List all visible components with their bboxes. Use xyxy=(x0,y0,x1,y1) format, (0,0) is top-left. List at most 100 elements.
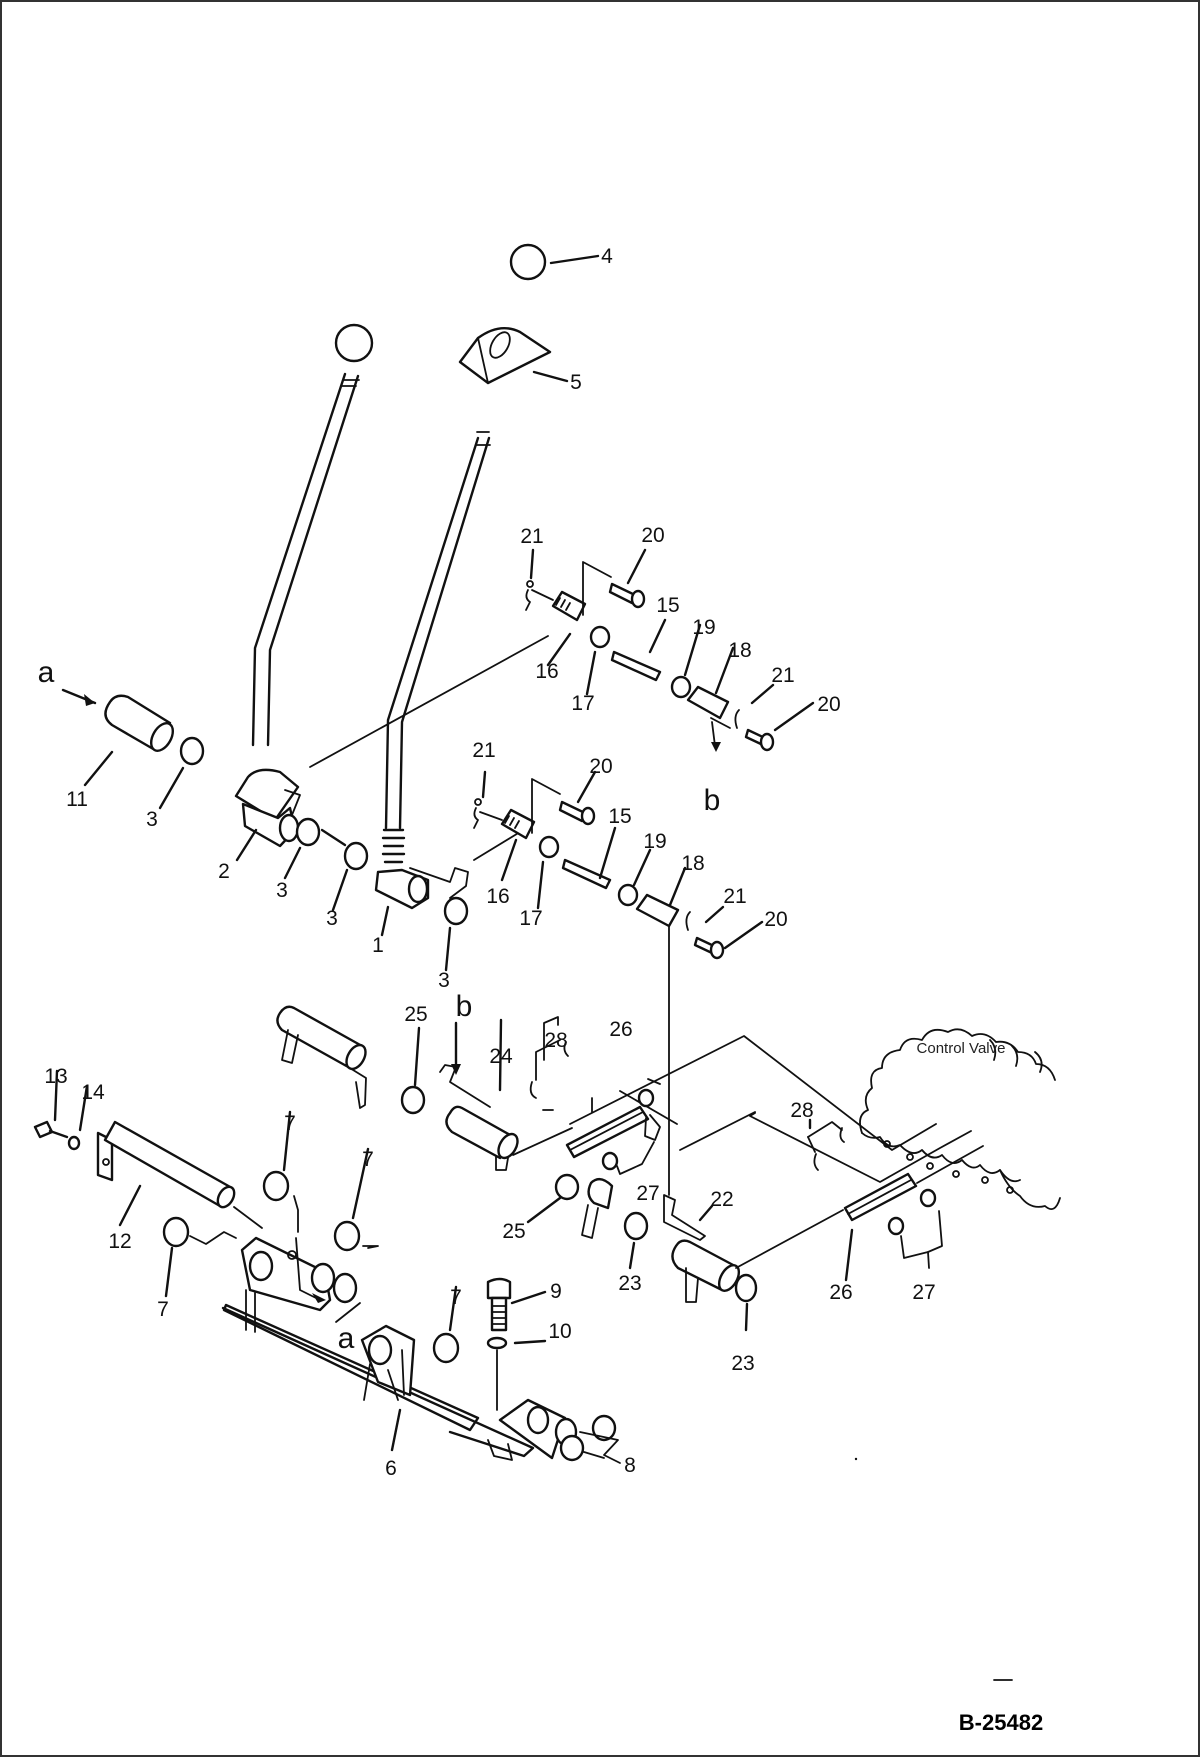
callout-19: 19 xyxy=(692,616,715,639)
callout-18: 18 xyxy=(728,639,751,662)
part-3-bushing xyxy=(295,817,321,847)
callout-20: 20 xyxy=(764,908,787,931)
callout-11: 11 xyxy=(66,788,88,811)
callout-20: 20 xyxy=(589,755,612,778)
callout-20: 20 xyxy=(817,693,840,716)
lever-1-with-spring xyxy=(384,431,491,830)
control-valve-label: Control Valve xyxy=(917,1040,1006,1057)
part-12-shaft xyxy=(96,1120,263,1229)
part-9-bolt xyxy=(486,1277,547,1332)
valve-connection-line xyxy=(679,1111,972,1183)
callout-18: 18 xyxy=(681,852,704,875)
callout-7: 7 xyxy=(157,1298,169,1321)
callout-8: 8 xyxy=(624,1454,636,1477)
callout-12: 12 xyxy=(108,1230,131,1253)
callout-3: 3 xyxy=(146,808,158,831)
leaders-7 xyxy=(164,1110,458,1332)
callout-15: 15 xyxy=(608,805,631,828)
upper-rod-assembly xyxy=(525,561,775,752)
leader-8 xyxy=(579,1431,621,1464)
callout-21: 21 xyxy=(472,739,495,762)
callout-14: 14 xyxy=(81,1081,105,1104)
callout-28: 28 xyxy=(790,1099,813,1122)
callout-19: 19 xyxy=(643,830,666,853)
callout-27: 27 xyxy=(912,1281,935,1304)
callout-9: 9 xyxy=(550,1280,562,1303)
leader-11 xyxy=(83,750,114,787)
callout-3: 3 xyxy=(276,879,288,902)
callout-16: 16 xyxy=(486,885,509,908)
leader-1 xyxy=(380,905,390,937)
leader-3 xyxy=(158,766,185,810)
part-7-bushing xyxy=(432,1332,460,1364)
callout-7: 7 xyxy=(362,1148,374,1171)
callout-26: 26 xyxy=(609,1018,632,1041)
stray-dot xyxy=(854,1457,858,1461)
callout-26: 26 xyxy=(829,1281,852,1304)
leader-3 xyxy=(331,868,349,912)
part-7-bushing xyxy=(262,1170,290,1202)
lever-1-base xyxy=(374,828,469,910)
callout-22: 22 xyxy=(710,1188,733,1211)
callout-3: 3 xyxy=(438,969,450,992)
lower-rod-assembly xyxy=(473,778,725,1196)
drawing-code: B-25482 xyxy=(959,1710,1043,1735)
part-11-pipe xyxy=(104,694,175,752)
callout-1: 1 xyxy=(372,934,384,957)
part-13-bolt xyxy=(33,1069,69,1139)
callout-21: 21 xyxy=(723,885,746,908)
callout-25: 25 xyxy=(404,1003,427,1026)
control-valve-sketch xyxy=(859,1028,1061,1210)
callout-7: 7 xyxy=(284,1112,296,1135)
leader-3-link xyxy=(320,828,347,847)
callout-28: 28 xyxy=(544,1029,567,1052)
middle-linkage xyxy=(276,1005,678,1270)
part-5-cover xyxy=(458,326,569,385)
leader-6 xyxy=(390,1408,402,1452)
callout-10: 10 xyxy=(548,1320,571,1343)
part-14-washer xyxy=(67,1084,89,1151)
callout-23: 23 xyxy=(731,1352,754,1375)
callout-17: 17 xyxy=(519,907,542,930)
base-plate-6 xyxy=(221,1236,617,1462)
callout-15: 15 xyxy=(656,594,679,617)
callout-24: 24 xyxy=(489,1045,513,1068)
ref-mark-b: b xyxy=(704,784,721,817)
callout-2: 2 xyxy=(218,860,230,883)
arrow-a-head xyxy=(84,694,95,706)
callout-27: 27 xyxy=(636,1182,659,1205)
callout-6: 6 xyxy=(385,1457,397,1480)
callout-4: 4 xyxy=(601,245,613,268)
callout-25: 25 xyxy=(502,1220,525,1243)
valve-connection-line xyxy=(569,1035,937,1151)
callout-3: 3 xyxy=(326,907,338,930)
part-7-bushing xyxy=(333,1220,361,1252)
part-3-bushing xyxy=(343,841,369,871)
callout-5: 5 xyxy=(570,371,582,394)
ref-mark-a: a xyxy=(38,656,55,689)
callout-17: 17 xyxy=(571,692,594,715)
part-4-ring xyxy=(509,243,600,281)
guide-line xyxy=(309,635,549,768)
leader-8 xyxy=(583,1451,605,1459)
ref-mark-b: b xyxy=(456,990,473,1023)
callout-13: 13 xyxy=(44,1065,67,1088)
callout-20: 20 xyxy=(641,524,664,547)
leader-3 xyxy=(444,926,452,972)
right-linkage xyxy=(807,1118,984,1282)
lever-2-bracket xyxy=(234,768,301,848)
callout-21: 21 xyxy=(520,525,543,548)
part-3-bushing xyxy=(179,736,205,766)
callout-16: 16 xyxy=(535,660,558,683)
ref-mark-a: a xyxy=(338,1322,355,1355)
leader-2 xyxy=(235,828,258,862)
guide-line xyxy=(473,831,521,861)
part-7-bushing xyxy=(162,1216,190,1248)
leader-3 xyxy=(283,846,302,880)
lever-2-with-knob xyxy=(251,323,374,747)
part-10-washer xyxy=(486,1336,547,1411)
rod-leaders xyxy=(481,548,815,950)
part-22-lever xyxy=(663,1194,844,1332)
part-3-bushing xyxy=(443,896,469,926)
